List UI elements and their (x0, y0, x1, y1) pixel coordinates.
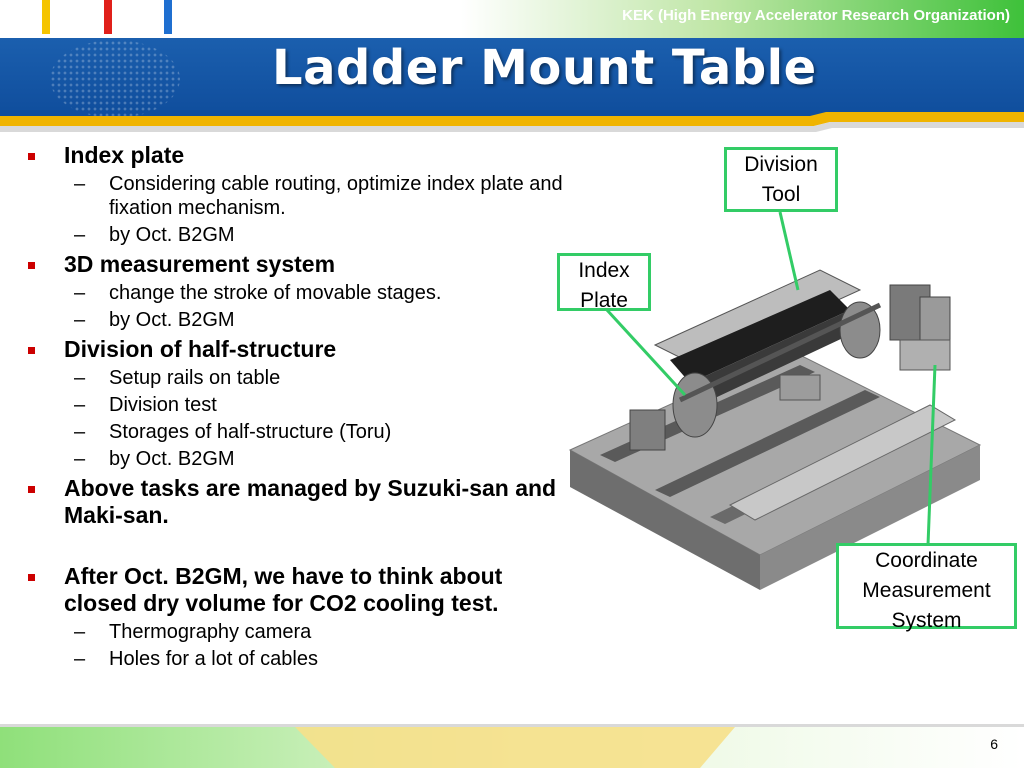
page-number: 6 (990, 736, 998, 752)
list-subitem: –by Oct. B2GM (74, 224, 235, 246)
title-banner (0, 38, 1024, 118)
list-subitem: –Thermography camera (74, 621, 312, 643)
bullet-list: Index plate –Considering cable routing, … (28, 138, 568, 671)
page-title: Ladder Mount Table (272, 40, 817, 96)
bullet-square-icon (28, 574, 35, 581)
logo-bar-red (104, 0, 112, 34)
list-subitem: –by Oct. B2GM (74, 309, 235, 331)
footer-strip (0, 724, 1024, 768)
list-subitem: –Considering cable routing, optimize ind… (74, 173, 563, 219)
org-name: KEK (High Energy Accelerator Research Or… (622, 7, 1010, 24)
list-item: Division of half-structure (28, 336, 568, 363)
list-subitem: –Holes for a lot of cables (74, 648, 318, 670)
logo-bar-blue (164, 0, 172, 34)
callout-index-plate: Index Plate (557, 253, 651, 312)
list-subitem: –Setup rails on table (74, 367, 281, 389)
callout-division-tool: Division Tool (724, 147, 838, 212)
list-subitem: –Division test (74, 394, 217, 416)
bullet-square-icon (28, 153, 35, 160)
list-item: After Oct. B2GM, we have to think about … (28, 563, 568, 617)
bullet-square-icon (28, 486, 35, 493)
list-subitem: –Storages of half-structure (Toru) (74, 421, 392, 443)
list-subitem: –change the stroke of movable stages. (74, 282, 442, 304)
banner-edge (0, 112, 1024, 132)
list-item: Index plate (28, 142, 568, 169)
logo-bar-yellow (42, 0, 50, 34)
list-item: 3D measurement system (28, 251, 568, 278)
ladder-mount-table-illustration (568, 269, 982, 590)
globe-logo-icon (50, 40, 180, 118)
list-item: Above tasks are managed by Suzuki-san an… (28, 475, 568, 529)
bullet-square-icon (28, 347, 35, 354)
list-subitem: –by Oct. B2GM (74, 448, 235, 470)
bullet-square-icon (28, 262, 35, 269)
callout-coordinate-measurement: Coordinate Measurement System (836, 543, 1017, 632)
